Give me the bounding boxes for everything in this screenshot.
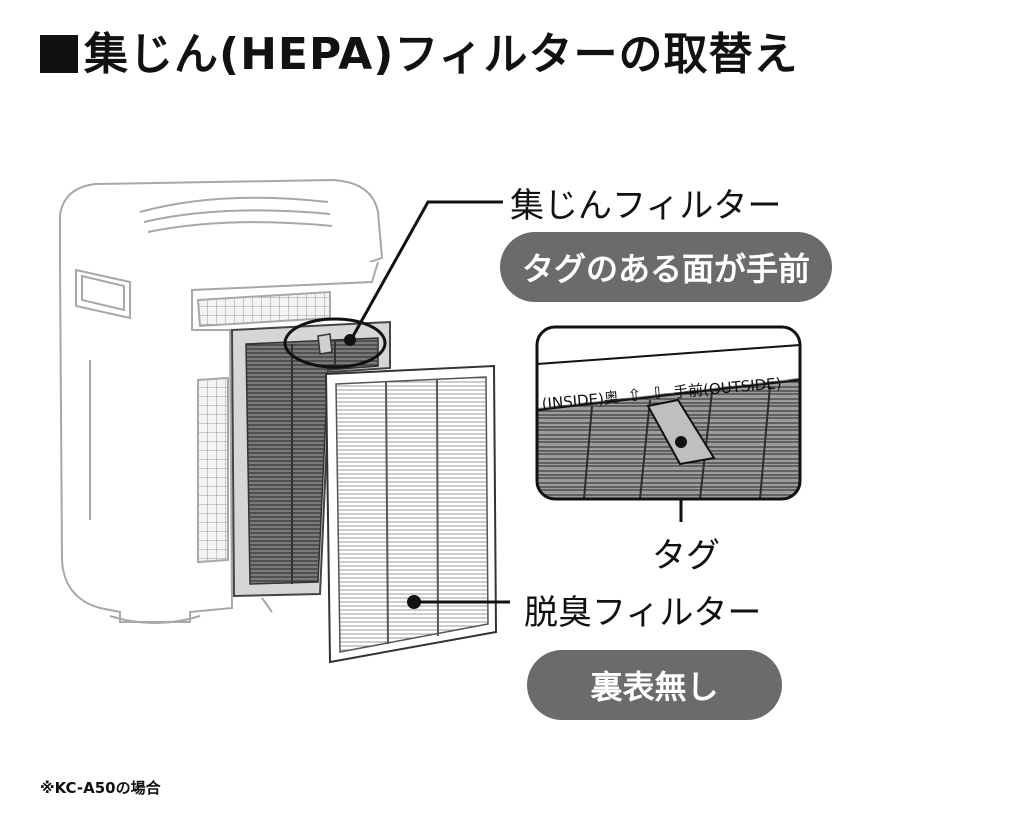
deodorizing-filter-label: 脱臭フィルター: [524, 593, 762, 633]
dust-filter-note-text: タグのある面が手前: [521, 250, 810, 288]
air-purifier-body: [59, 178, 384, 624]
tag-label: タグ: [652, 536, 720, 576]
deodorizing-filter: [324, 364, 498, 664]
dust-filter: [230, 317, 391, 598]
dust-filter-note-badge: タグのある面が手前: [500, 232, 832, 302]
page-title-text: 集じん(HEPA)フィルターの取替え: [84, 29, 799, 80]
dust-filter-label: 集じんフィルター: [510, 186, 782, 226]
tag-highlight-circle: [283, 317, 387, 369]
arrow-down-icon: ⇩: [650, 383, 666, 404]
dust-filter-pointer-dot: [344, 334, 356, 346]
tag-inset-view: (INSIDE)奥 ⇧ ⇩ 手前(OUTSIDE): [535, 325, 802, 501]
arrow-up-icon: ⇧: [627, 385, 643, 406]
tag-pointer-dot: [675, 436, 687, 448]
square-bullet-icon: [40, 35, 78, 73]
deodorizing-filter-note-text: 裏表無し: [590, 668, 719, 706]
deodorizing-filter-pointer-dot: [407, 595, 421, 609]
inset-tag: [646, 398, 716, 466]
page-title: 集じん(HEPA)フィルターの取替え: [40, 18, 798, 82]
deodorizing-filter-note-badge: 裏表無し: [527, 650, 782, 720]
model-footnote: ※KC-A50の場合: [40, 779, 161, 797]
